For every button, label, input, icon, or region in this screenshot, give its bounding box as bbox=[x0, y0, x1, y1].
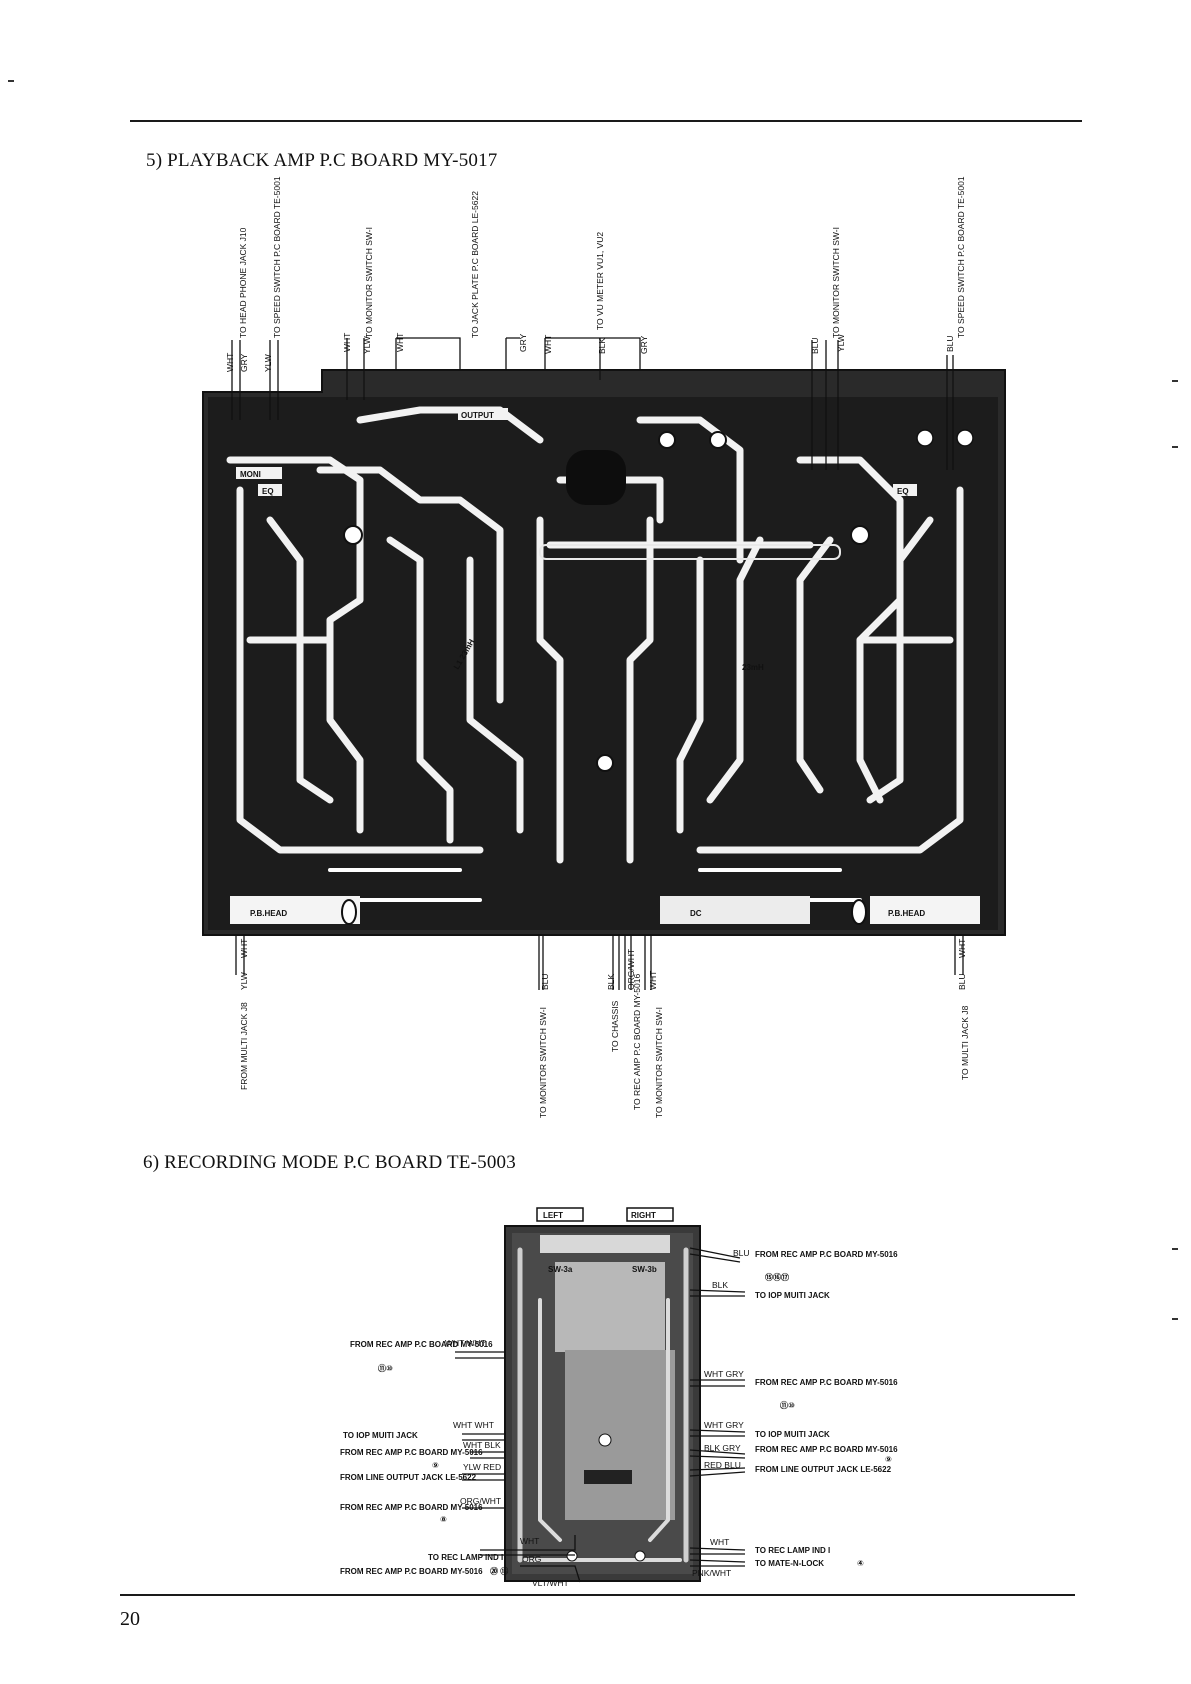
wire-color: ORG/WHT bbox=[626, 949, 636, 990]
transistor bbox=[658, 431, 676, 449]
center-mount-hole bbox=[596, 754, 614, 772]
top-label-headphone-jack: TO HEAD PHONE JACK J10 bbox=[238, 227, 248, 338]
bottom-label-multi-jack-right: TO MULTI JACK J8 bbox=[960, 1005, 970, 1080]
board-mark-eq-left: EQ bbox=[262, 487, 274, 496]
mount-hole bbox=[956, 429, 974, 447]
wire-color: BLU bbox=[945, 335, 955, 352]
board-mark-eq-right: EQ bbox=[897, 487, 909, 496]
top-label-monitor-switch-left: TO MONITOR SWITCH SW-I bbox=[364, 227, 374, 338]
wire-color: WHT bbox=[543, 335, 553, 354]
pot-level-adj-left bbox=[343, 525, 363, 545]
board-mark-23mh: 23mH bbox=[742, 663, 764, 672]
scan-mark bbox=[8, 80, 14, 82]
pot-level-adj-right bbox=[850, 525, 870, 545]
scan-mark bbox=[1172, 1248, 1178, 1250]
wire-color: WHT bbox=[957, 939, 967, 958]
wire-color: BLU bbox=[810, 337, 820, 354]
wire-color: BLU bbox=[540, 973, 550, 990]
wire-color: YLW bbox=[362, 336, 372, 354]
scan-mark bbox=[1172, 446, 1178, 448]
top-rule bbox=[130, 120, 1082, 122]
wire-color: WHT bbox=[342, 333, 352, 352]
board-mark-output: OUTPUT bbox=[461, 411, 494, 420]
wire-color: YLW bbox=[263, 354, 273, 372]
wire-color: WHT bbox=[225, 353, 235, 372]
bottom-label-monitor-switch-2: TO MONITOR SWITCH SW-I bbox=[654, 1007, 664, 1118]
bottom-label-rec-amp: TO REC AMP P.C BOARD MY-5016 bbox=[632, 974, 642, 1110]
wire-color: WHT bbox=[648, 971, 658, 990]
top-label-speed-switch-left: TO SPEED SWITCH P.C BOARD TE-5001 bbox=[272, 176, 282, 338]
section-6-title: 6) RECORDING MODE P.C BOARD TE-5003 bbox=[143, 1152, 516, 1173]
wire-color: WHT bbox=[395, 333, 405, 352]
top-label-jack-plate: TO JACK PLATE P.C BOARD LE-5622 bbox=[470, 191, 480, 338]
wire-color: YLW bbox=[239, 972, 249, 990]
scan-mark bbox=[1172, 380, 1178, 382]
wire-color: GRY bbox=[239, 353, 249, 372]
bottom-label-chassis: TO CHASSIS bbox=[610, 1000, 620, 1052]
wire-color: GRY bbox=[518, 333, 528, 352]
board-mark-moni: MONI bbox=[240, 470, 261, 479]
board-mark-pb-head-right: P.B.HEAD bbox=[888, 909, 925, 918]
top-wires bbox=[231, 337, 954, 470]
transistor bbox=[709, 431, 727, 449]
top-label-monitor-switch-right: TO MONITOR SWITCH SW-I bbox=[831, 227, 841, 338]
wire-color: YLW bbox=[836, 334, 846, 352]
wire-color: WHT bbox=[239, 939, 249, 958]
wire-color: BLU bbox=[957, 973, 967, 990]
wire-color: GRY bbox=[639, 335, 649, 354]
mount-hole bbox=[916, 429, 934, 447]
mount-hole-right bbox=[851, 899, 867, 925]
mount-hole-left bbox=[341, 899, 357, 925]
bottom-rule bbox=[120, 1594, 1075, 1596]
top-label-speed-switch-right: TO SPEED SWITCH P.C BOARD TE-5001 bbox=[956, 176, 966, 338]
section-5-title: 5) PLAYBACK AMP P.C BOARD MY-5017 bbox=[146, 150, 498, 171]
board-mark-dc: DC bbox=[690, 909, 702, 918]
board-mark-pb-head-left: P.B.HEAD bbox=[250, 909, 287, 918]
top-label-vu-meter: TO VU METER VU1, VU2 bbox=[595, 232, 605, 330]
wire-color: BLK bbox=[597, 338, 607, 354]
scan-mark bbox=[1172, 1318, 1178, 1320]
bottom-wires bbox=[235, 935, 964, 990]
bottom-label-multi-jack-left: FROM MULTI JACK J8 bbox=[239, 1002, 249, 1090]
wire-color: BLK bbox=[606, 974, 616, 990]
page-number: 20 bbox=[120, 1608, 140, 1630]
bottom-label-monitor-switch: TO MONITOR SWITCH SW-I bbox=[538, 1007, 548, 1118]
